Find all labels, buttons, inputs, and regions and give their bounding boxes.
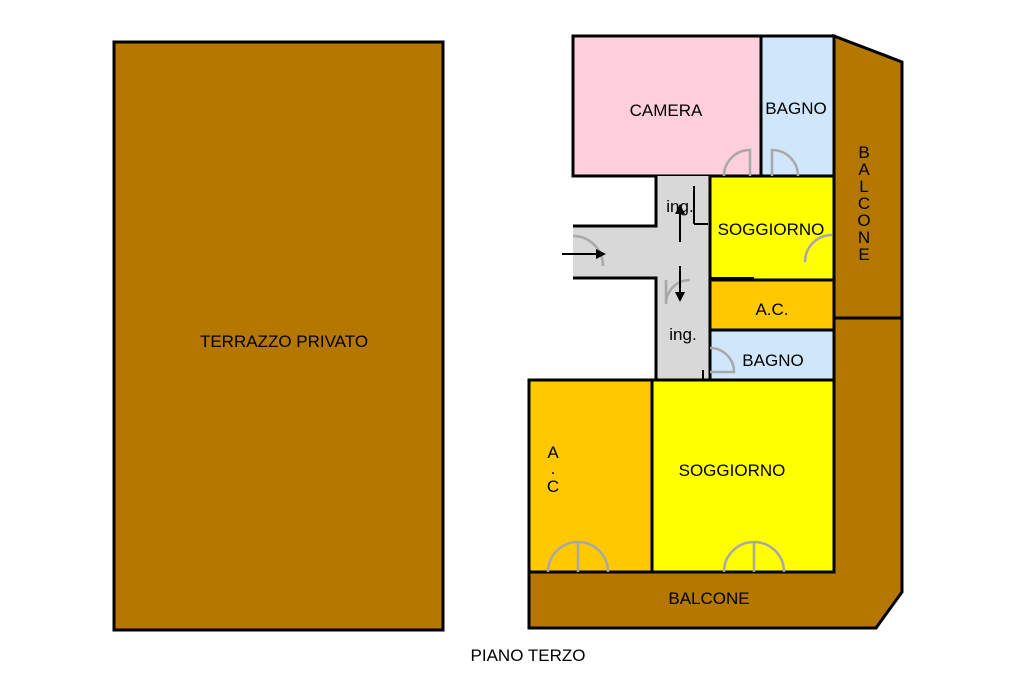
room-soggiorno-bottom xyxy=(650,378,836,574)
label-balcone-bottom: BALCONE xyxy=(668,589,749,608)
balcone-letter: O xyxy=(857,211,870,230)
door-entrance-icon xyxy=(572,234,605,267)
label-soggiorno-top: SOGGIORNO xyxy=(718,220,825,239)
door-ac-left-icon xyxy=(546,540,610,573)
label-bagno-bottom: BAGNO xyxy=(742,351,803,370)
room-ac-top xyxy=(708,278,836,332)
door-ac-top-icon xyxy=(664,278,691,305)
balcone-letter: N xyxy=(858,228,870,247)
balcone-letter: A xyxy=(858,160,870,179)
label-ac-left-3: C xyxy=(547,477,559,496)
label-ac-left-2: . xyxy=(551,459,556,478)
door-bagno-bottom-icon xyxy=(709,346,736,374)
label-soggiorno-bottom: SOGGIORNO xyxy=(679,461,786,480)
label-ingresso-top: ing. xyxy=(666,197,693,216)
label-ingresso-bottom: ing. xyxy=(669,325,696,344)
label-balcone-right: B A L C O N E xyxy=(857,143,870,264)
balcone-letter: L xyxy=(859,177,868,196)
label-ac-left-1: A xyxy=(547,443,559,462)
door-bagno-top-icon xyxy=(770,148,800,177)
terrace-area xyxy=(112,40,445,632)
label-camera: CAMERA xyxy=(630,101,703,120)
balcone-letter: E xyxy=(858,245,869,264)
floor-caption: PIANO TERZO xyxy=(471,646,586,665)
door-soggiorno-bottom-icon xyxy=(722,540,786,573)
balcone-letter: B xyxy=(858,143,869,162)
terrace-label: TERRAZZO PRIVATO xyxy=(200,332,368,351)
door-balcone-icon xyxy=(803,233,833,263)
balcone-letter: C xyxy=(858,194,870,213)
label-ac-top: A.C. xyxy=(755,300,788,319)
door-camera-icon xyxy=(722,148,752,177)
room-ac-left xyxy=(527,378,654,574)
label-bagno-top: BAGNO xyxy=(765,99,826,118)
